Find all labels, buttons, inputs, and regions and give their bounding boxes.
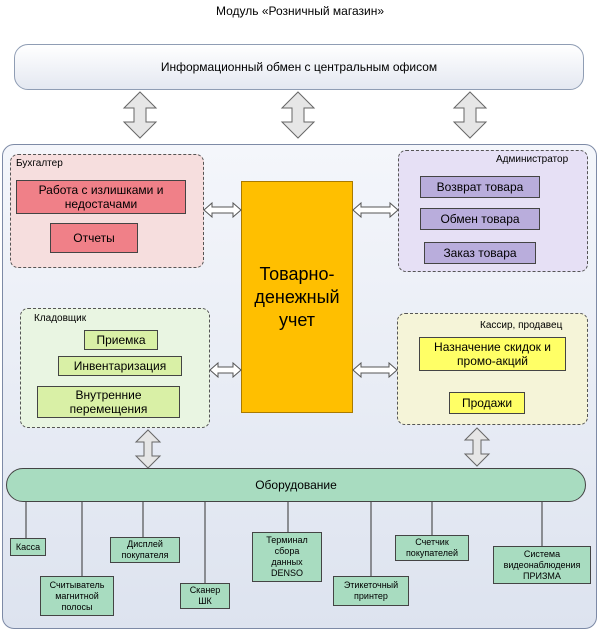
- device-scanner-line1: Сканер: [189, 585, 221, 595]
- accountant-label: Бухгалтер: [16, 158, 63, 169]
- internal-movements-line2: перемещения: [69, 402, 148, 416]
- device-video-line2: видеонаблюдения: [503, 559, 581, 570]
- device-video-line3: ПРИЗМА: [523, 570, 561, 581]
- cashier-label: Кассир, продавец: [480, 320, 563, 331]
- device-reader-line3: полосы: [61, 601, 93, 612]
- storekeeper-label: Кладовщик: [34, 313, 87, 324]
- surplus-shortage-line1: Работа с излишками и: [38, 183, 164, 197]
- reports-box: Отчеты: [50, 223, 138, 253]
- device-kassa-line1: Касса: [15, 541, 41, 552]
- order-goods-box: Заказ товара: [424, 242, 536, 264]
- reports-label: Отчеты: [73, 231, 115, 245]
- equipment-label: Оборудование: [255, 478, 337, 492]
- receiving-box: Приемка: [84, 330, 158, 350]
- storekeeper-center-arrow: [209, 361, 242, 379]
- device-scanner-line2: ШК: [198, 596, 212, 606]
- device-terminal-line4: DENSO: [270, 568, 303, 578]
- diagram-title: Модуль «Розничный магазин»: [215, 4, 384, 18]
- device-display-line2: покупателя: [121, 550, 169, 560]
- storekeeper-equipment-arrow: [134, 429, 162, 469]
- discounts-promo-line1: Назначение скидок и: [434, 340, 551, 354]
- sales-box: Продажи: [449, 392, 525, 414]
- equipment-bar: Оборудование: [6, 468, 586, 502]
- center-line1: Товарно-: [259, 263, 335, 284]
- center-line3: учет: [278, 309, 316, 330]
- central-office-exchange-label: Информационный обмен с центральным офисо…: [160, 60, 438, 74]
- accountant-center-arrow: [203, 201, 242, 219]
- device-reader-line2: магнитной: [55, 590, 99, 601]
- cashier-center-arrow: [352, 361, 398, 379]
- center-line2: денежный: [254, 286, 340, 307]
- device-printer-line1: Этикеточный: [343, 580, 399, 590]
- discounts-promo-line2: промо-акций: [457, 354, 528, 368]
- admin-center-arrow: [352, 201, 399, 219]
- device-reader-line1: Считыватель: [49, 579, 105, 590]
- device-display-line1: Дисплей: [127, 539, 163, 549]
- device-printer-line2: принтер: [354, 591, 388, 601]
- cashier-equipment-arrow: [463, 427, 491, 467]
- exchange-arrow-left: [122, 91, 158, 139]
- device-terminal-line1: Терминал: [266, 535, 308, 545]
- central-office-exchange-bar: Информационный обмен с центральным офисо…: [14, 44, 584, 90]
- device-terminal-line3: данных: [271, 557, 303, 567]
- exchange-arrow-right: [452, 91, 488, 139]
- order-goods-label: Заказ товара: [443, 246, 517, 260]
- receiving-label: Приемка: [96, 333, 146, 347]
- exchange-goods-box: Обмен товара: [420, 208, 540, 230]
- return-goods-label: Возврат товара: [436, 180, 524, 194]
- device-counter-line2: покупателей: [405, 548, 459, 558]
- inventory-label: Инвентаризация: [73, 359, 167, 373]
- internal-movements-line1: Внутренние: [75, 388, 142, 402]
- surplus-shortage-line2: недостачами: [64, 197, 138, 211]
- exchange-goods-label: Обмен товара: [440, 212, 520, 226]
- return-goods-box: Возврат товара: [420, 176, 540, 198]
- device-counter-line1: Счетчик: [415, 537, 449, 547]
- administrator-label: Администратор: [496, 154, 569, 165]
- sales-label: Продажи: [461, 396, 513, 410]
- inventory-box: Инвентаризация: [58, 356, 182, 376]
- exchange-arrow-center: [280, 91, 316, 139]
- device-kassa: Касса: [10, 538, 46, 556]
- device-video-line1: Система: [523, 548, 561, 559]
- device-terminal-line2: сбора: [274, 546, 300, 556]
